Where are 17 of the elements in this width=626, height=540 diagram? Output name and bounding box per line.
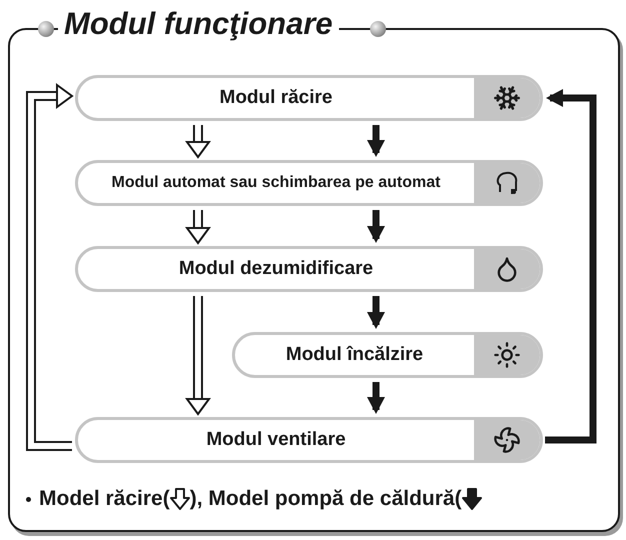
mode-label: Modul răcire [218, 87, 334, 109]
arrow [545, 89, 596, 444]
mode-label: Modul încălzire [284, 344, 424, 366]
mode-pill [75, 160, 543, 206]
mode-label: Modul ventilare [205, 429, 347, 451]
arrow [367, 382, 385, 414]
mode-pill [75, 417, 543, 463]
legend-text: ), Model pompă de căldură( [190, 487, 462, 511]
mode-label: Modul automat sau schimbarea pe automat [110, 174, 442, 192]
arrow [367, 125, 385, 157]
arrow [367, 210, 385, 243]
mode-pill [75, 75, 543, 121]
mode-pill [232, 332, 543, 378]
mode-pill [75, 246, 543, 292]
arrow [367, 296, 385, 329]
legend-text: Model răcire( [39, 487, 170, 511]
mode-label: Modul dezumidificare [178, 258, 374, 280]
